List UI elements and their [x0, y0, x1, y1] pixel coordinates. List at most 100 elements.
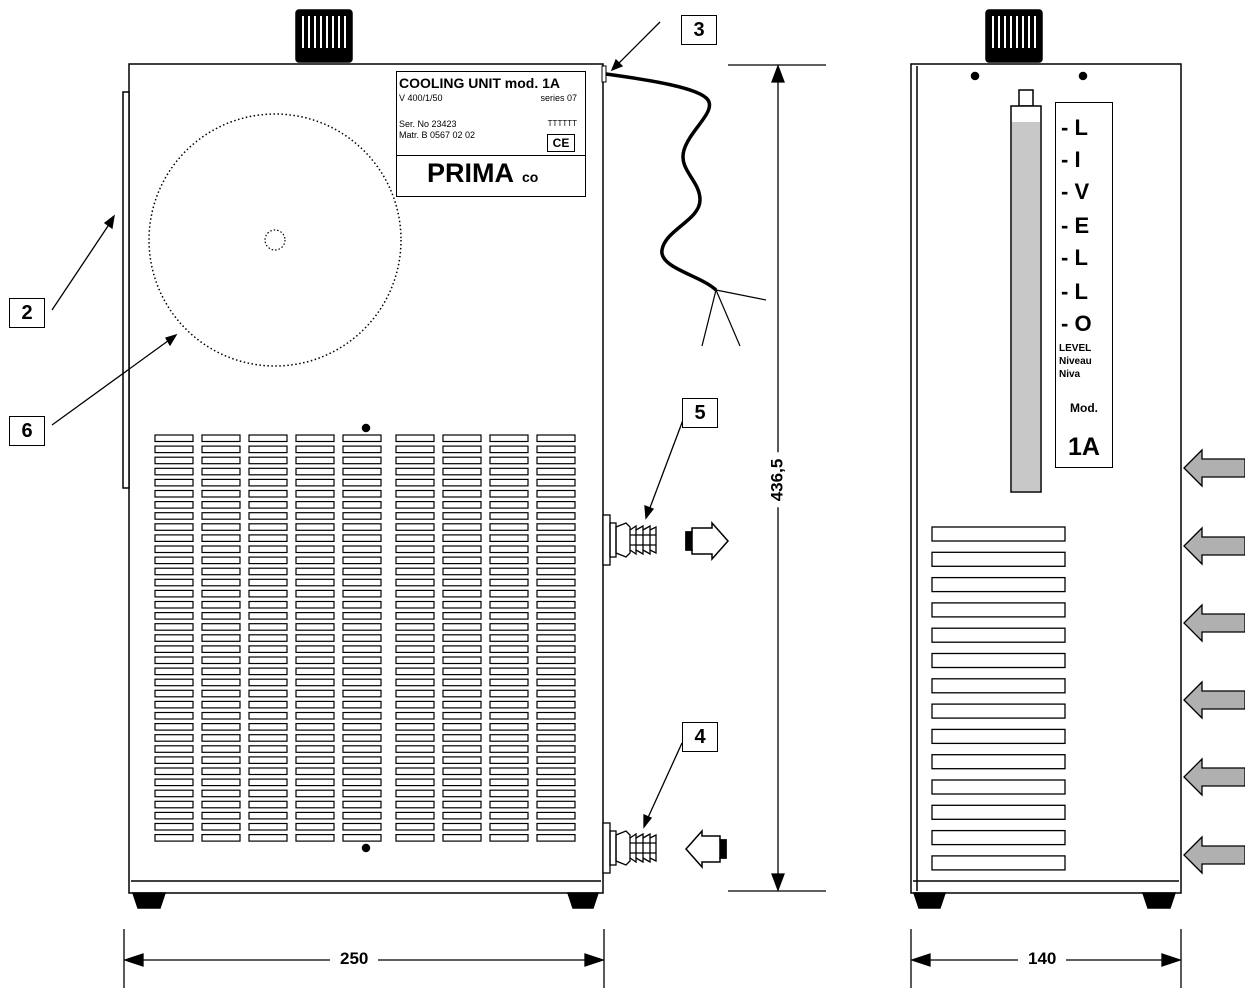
- grille-slot: [342, 501, 382, 509]
- grille-slot: [154, 667, 194, 676]
- grille-slot: [442, 434, 482, 443]
- grille-slot: [154, 833, 194, 842]
- callout-2: 2: [9, 298, 45, 328]
- grille-slot: [201, 512, 241, 520]
- grille-slot: [442, 822, 482, 831]
- grille-slot: [201, 822, 241, 831]
- side-slot: [931, 551, 1066, 567]
- grille-slot: [295, 745, 335, 753]
- grille-slot: [154, 445, 194, 454]
- grille-slot: [248, 778, 288, 787]
- grille-slot: [395, 556, 435, 565]
- grille-slot: [295, 678, 335, 687]
- grille-slot: [536, 811, 576, 820]
- grille-slot: [295, 722, 335, 731]
- grille-slot: [248, 467, 288, 476]
- grille-slot: [295, 578, 335, 587]
- grille-slot: [342, 667, 382, 676]
- grille-slot: [201, 434, 241, 443]
- grille-slot: [395, 478, 435, 487]
- grille-slot: [248, 523, 288, 531]
- side-foot-right: [1141, 892, 1177, 909]
- grille-slot: [489, 656, 529, 665]
- grille-slot: [154, 767, 194, 776]
- level-letter-4: - E: [1061, 213, 1090, 238]
- grille-slot: [154, 711, 194, 720]
- grille-slot: [248, 800, 288, 809]
- grille-slot: [154, 756, 194, 765]
- grille-slot: [489, 434, 529, 443]
- callout-6: 6: [9, 416, 45, 446]
- ce-mark: CE: [547, 134, 575, 152]
- grille-slot: [154, 512, 194, 520]
- level-label-panel: - L - I - V - E - L - L - O LEVEL Niveau…: [1055, 102, 1113, 468]
- grille-slot: [489, 689, 529, 698]
- grille-slot: [295, 545, 335, 554]
- side-slot: [931, 678, 1066, 694]
- grille-slot: [536, 667, 576, 676]
- grille-slot: [536, 645, 576, 654]
- level-letter-7: - O: [1061, 311, 1092, 336]
- grille-slot: [489, 833, 529, 842]
- grille-slot: [201, 523, 241, 531]
- grille-slot: [201, 789, 241, 798]
- grille-slot: [295, 789, 335, 798]
- grille-slot: [395, 523, 435, 531]
- grille-slot: [489, 578, 529, 587]
- outlet-fitting: [602, 514, 657, 566]
- grille-slot: [342, 700, 382, 709]
- grille-slot: [395, 722, 435, 731]
- grille-slot: [489, 523, 529, 531]
- grille-slot: [442, 600, 482, 609]
- grille-slot: [395, 578, 435, 587]
- grille-slot: [342, 589, 382, 598]
- grille-slot: [201, 578, 241, 587]
- grille-slot: [342, 445, 382, 454]
- grille-slot: [395, 512, 435, 520]
- grille-slot: [489, 678, 529, 687]
- grille-slot: [342, 678, 382, 687]
- grille-slot: [295, 800, 335, 809]
- grille-slot: [248, 634, 288, 642]
- grille-slot: [248, 512, 288, 520]
- grille-slot: [342, 545, 382, 554]
- grille-slot: [442, 489, 482, 498]
- grille-slot: [248, 756, 288, 765]
- side-slot: [931, 804, 1066, 820]
- grille-slot: [395, 756, 435, 765]
- grille-slot: [342, 822, 382, 831]
- grille-slot: [201, 667, 241, 676]
- grille-slot: [489, 589, 529, 598]
- grille-slot: [536, 833, 576, 842]
- grille-slot: [442, 534, 482, 543]
- grille-slot: [489, 811, 529, 820]
- grille-slot: [342, 767, 382, 776]
- grille-slot: [395, 434, 435, 443]
- grille-slot: [248, 478, 288, 487]
- grille-slot: [248, 501, 288, 509]
- grille-slot: [395, 667, 435, 676]
- level-letter-1: - L: [1061, 115, 1088, 140]
- grille-slot: [154, 478, 194, 487]
- side-panel-edge: [122, 91, 130, 489]
- air-arrow: [1183, 448, 1245, 488]
- grille-slot: [442, 589, 482, 598]
- grille-slot: [536, 734, 576, 742]
- grille-slot: [489, 556, 529, 565]
- grille-slot: [536, 745, 576, 753]
- grille-slot: [395, 545, 435, 554]
- grille-slot: [154, 545, 194, 554]
- grille-slot: [536, 578, 576, 587]
- side-slot: [931, 829, 1066, 846]
- grille-slot: [201, 623, 241, 631]
- grille-slot: [395, 534, 435, 543]
- side-width-label: 140: [1018, 949, 1067, 969]
- side-slot: [931, 627, 1066, 643]
- grille-slot: [201, 556, 241, 565]
- nameplate-title: COOLING UNIT mod. 1A: [399, 75, 560, 91]
- grille-slot: [295, 523, 335, 531]
- grille-slot: [536, 689, 576, 698]
- grille-slot: [248, 534, 288, 543]
- grille-slot: [248, 456, 288, 465]
